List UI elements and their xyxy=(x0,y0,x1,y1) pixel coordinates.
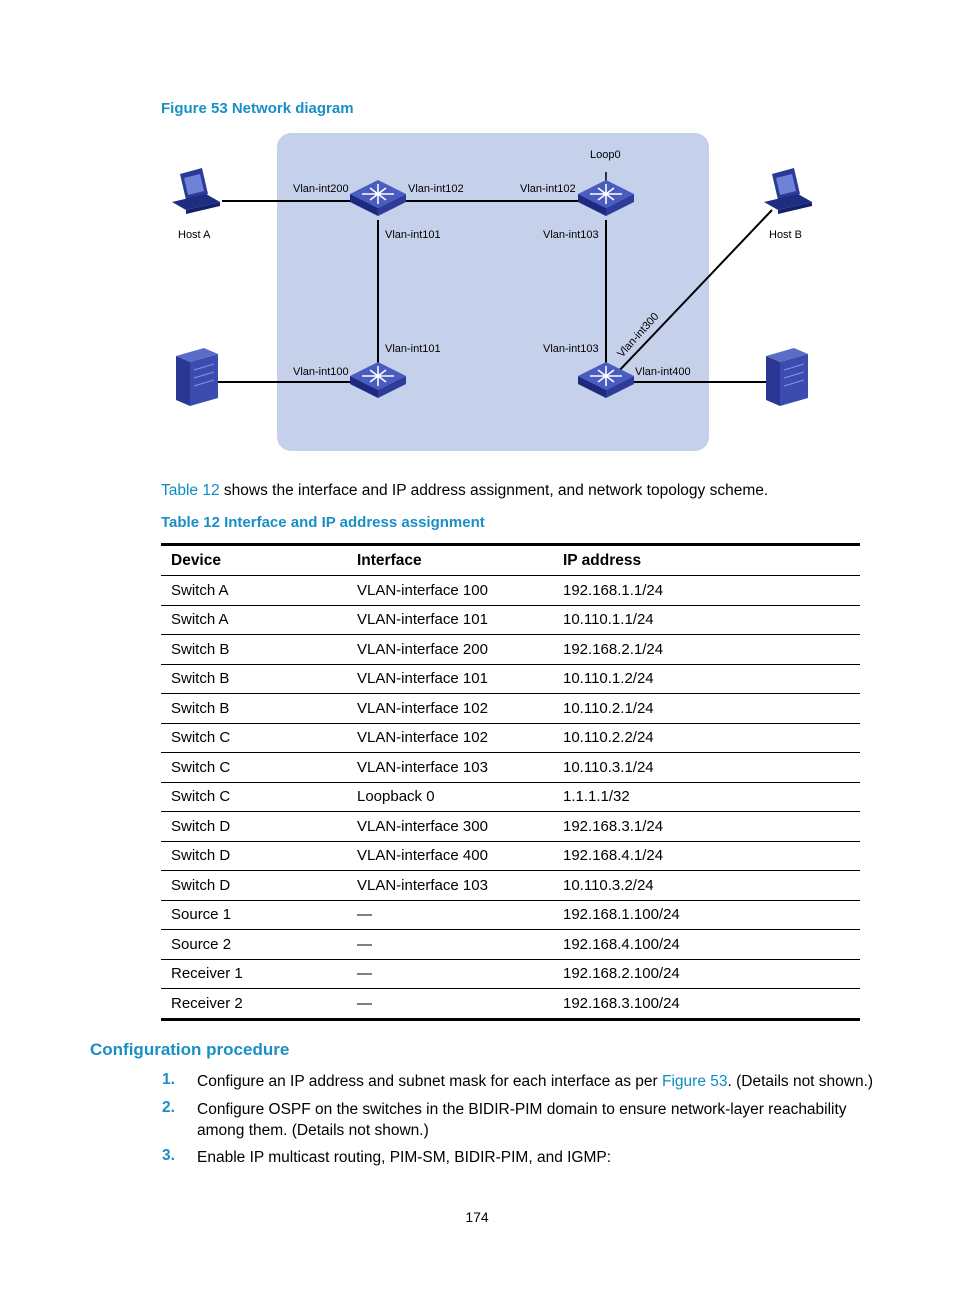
header-ip-address: IP address xyxy=(553,543,860,576)
link-switchd-hostb xyxy=(615,209,773,375)
figure-caption: Figure 53 Network diagram xyxy=(161,100,354,117)
cell-ip-address: 10.110.1.2/24 xyxy=(553,664,860,694)
cell-device: Switch C xyxy=(161,752,347,783)
cell-interface: VLAN-interface 400 xyxy=(347,841,553,871)
vlan-label: Vlan-int101 xyxy=(385,343,441,355)
cell-device: Source 1 xyxy=(161,900,347,930)
cell-ip-address: 10.110.3.1/24 xyxy=(553,752,860,783)
table-caption: Table 12 Interface and IP address assign… xyxy=(161,514,485,531)
cell-ip-address: 192.168.2.100/24 xyxy=(553,959,860,989)
cell-interface: — xyxy=(347,959,553,989)
cell-device: Switch A xyxy=(161,605,347,635)
host-a-label: Host A xyxy=(178,229,211,241)
source2-server-icon xyxy=(765,347,809,407)
cell-device: Switch D xyxy=(161,811,347,842)
cell-device: Receiver 1 xyxy=(161,959,347,989)
cell-device: Switch C xyxy=(161,723,347,753)
table-row: Receiver 2—192.168.3.100/24 xyxy=(161,988,860,1021)
cell-interface: VLAN-interface 102 xyxy=(347,693,553,724)
cell-ip-address: 192.168.2.1/24 xyxy=(553,634,860,665)
cell-interface: VLAN-interface 102 xyxy=(347,723,553,753)
cell-ip-address: 192.168.1.100/24 xyxy=(553,900,860,930)
cell-device: Switch D xyxy=(161,870,347,901)
vlan-label: Vlan-int400 xyxy=(635,366,691,378)
table-row: Source 1—192.168.1.100/24 xyxy=(161,900,860,930)
cell-interface: VLAN-interface 103 xyxy=(347,870,553,901)
source1-server-icon xyxy=(175,347,219,407)
bidir-pim-domain xyxy=(277,133,709,451)
vlan-label: Vlan-int102 xyxy=(408,183,464,195)
vlan-label: Vlan-int200 xyxy=(293,183,349,195)
cell-interface: VLAN-interface 101 xyxy=(347,605,553,635)
cell-device: Source 2 xyxy=(161,929,347,960)
vlan-label: Vlan-int100 xyxy=(293,366,349,378)
cell-ip-address: 10.110.2.1/24 xyxy=(553,693,860,724)
vlan-label: Vlan-int103 xyxy=(543,229,599,241)
cell-device: Switch B xyxy=(161,693,347,724)
vlan-label: Vlan-int103 xyxy=(543,343,599,355)
host-b-label: Host B xyxy=(769,229,802,241)
cell-ip-address: 192.168.4.1/24 xyxy=(553,841,860,871)
cell-interface: — xyxy=(347,900,553,930)
cell-interface: VLAN-interface 101 xyxy=(347,664,553,694)
cell-interface: — xyxy=(347,929,553,960)
network-diagram: Host A Host B Loop0 Vlan-int200 Vlan-int… xyxy=(172,133,812,451)
cell-ip-address: 10.110.3.2/24 xyxy=(553,870,860,901)
cell-ip-address: 192.168.3.100/24 xyxy=(553,988,860,1021)
intro-paragraph: Table 12 shows the interface and IP addr… xyxy=(161,482,769,499)
vlan-label: Vlan-int101 xyxy=(385,229,441,241)
cell-interface: Loopback 0 xyxy=(347,782,553,812)
table-row: Receiver 1—192.168.2.100/24 xyxy=(161,959,860,989)
cell-device: Switch B xyxy=(161,664,347,694)
cell-device: Switch C xyxy=(161,782,347,812)
cell-ip-address: 192.168.4.100/24 xyxy=(553,929,860,960)
header-device: Device xyxy=(161,543,347,576)
table-link[interactable]: Table 12 xyxy=(161,482,220,499)
page-number: 174 xyxy=(465,1209,489,1225)
cell-ip-address: 10.110.1.1/24 xyxy=(553,605,860,635)
loop0-label: Loop0 xyxy=(590,149,621,161)
cell-device: Switch A xyxy=(161,575,347,606)
cell-ip-address: 192.168.1.1/24 xyxy=(553,575,860,606)
table-row: Source 2—192.168.4.100/24 xyxy=(161,929,860,960)
figure-link[interactable]: Figure 53 xyxy=(662,1073,728,1090)
cell-interface: VLAN-interface 100 xyxy=(347,575,553,606)
host-b-icon xyxy=(764,168,812,214)
host-a-icon xyxy=(172,168,220,214)
cell-interface: VLAN-interface 200 xyxy=(347,634,553,665)
section-title: Configuration procedure xyxy=(90,1040,290,1059)
cell-ip-address: 1.1.1.1/32 xyxy=(553,782,860,812)
cell-device: Switch D xyxy=(161,841,347,871)
cell-interface: — xyxy=(347,988,553,1021)
cell-ip-address: 10.110.2.2/24 xyxy=(553,723,860,753)
vlan-label: Vlan-int102 xyxy=(520,183,576,195)
cell-interface: VLAN-interface 300 xyxy=(347,811,553,842)
table-header-row: Device Interface IP address xyxy=(161,543,860,576)
header-interface: Interface xyxy=(347,543,553,576)
cell-device: Receiver 2 xyxy=(161,988,347,1021)
cell-device: Switch B xyxy=(161,634,347,665)
cell-ip-address: 192.168.3.1/24 xyxy=(553,811,860,842)
cell-interface: VLAN-interface 103 xyxy=(347,752,553,783)
